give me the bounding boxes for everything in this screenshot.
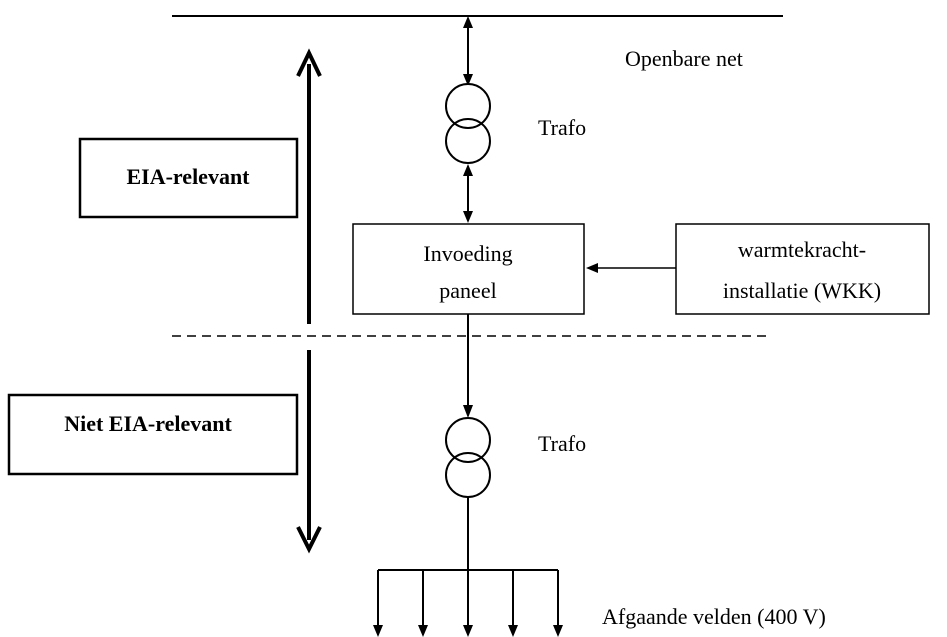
- trafo-bottom-label: Trafo: [538, 431, 586, 456]
- outgoing-feeder: [553, 570, 563, 637]
- arrowhead-down: [463, 74, 473, 86]
- wkk-label-line1: warmtekracht-: [738, 237, 866, 262]
- grid-label: Openbare net: [625, 46, 743, 71]
- outgoing-feeder: [508, 570, 518, 637]
- feed-panel-label-line1: Invoeding: [423, 241, 512, 266]
- arrowhead-down: [463, 211, 473, 223]
- niet-eia-relevant-label: Niet EIA-relevant: [64, 411, 232, 436]
- arrowhead-up: [296, 48, 322, 77]
- arrowhead-down: [296, 526, 322, 554]
- arrowhead-down: [463, 405, 473, 418]
- wkk-box: [675, 223, 930, 315]
- trafo-top-label: Trafo: [538, 115, 586, 140]
- niet-eia-relevant-box: [7, 393, 299, 476]
- outgoing-label: Afgaande velden (400 V): [602, 604, 826, 629]
- feed-panel-label-line2: paneel: [439, 278, 496, 303]
- wkk-label-line2: installatie (WKK): [723, 278, 881, 303]
- transformer-bottom-symbol: [445, 417, 491, 498]
- eia-relevant-label: EIA-relevant: [126, 164, 250, 189]
- outgoing-feeder: [373, 570, 383, 637]
- feed-panel-box: [352, 223, 585, 315]
- outgoing-feeder: [463, 570, 473, 637]
- eia-relevant-box: [78, 137, 299, 219]
- arrowhead-up: [463, 164, 473, 176]
- arrowhead-left: [586, 263, 598, 273]
- arrowhead-up: [463, 16, 473, 28]
- outgoing-feeder: [418, 570, 428, 637]
- transformer-top-symbol: [445, 83, 491, 164]
